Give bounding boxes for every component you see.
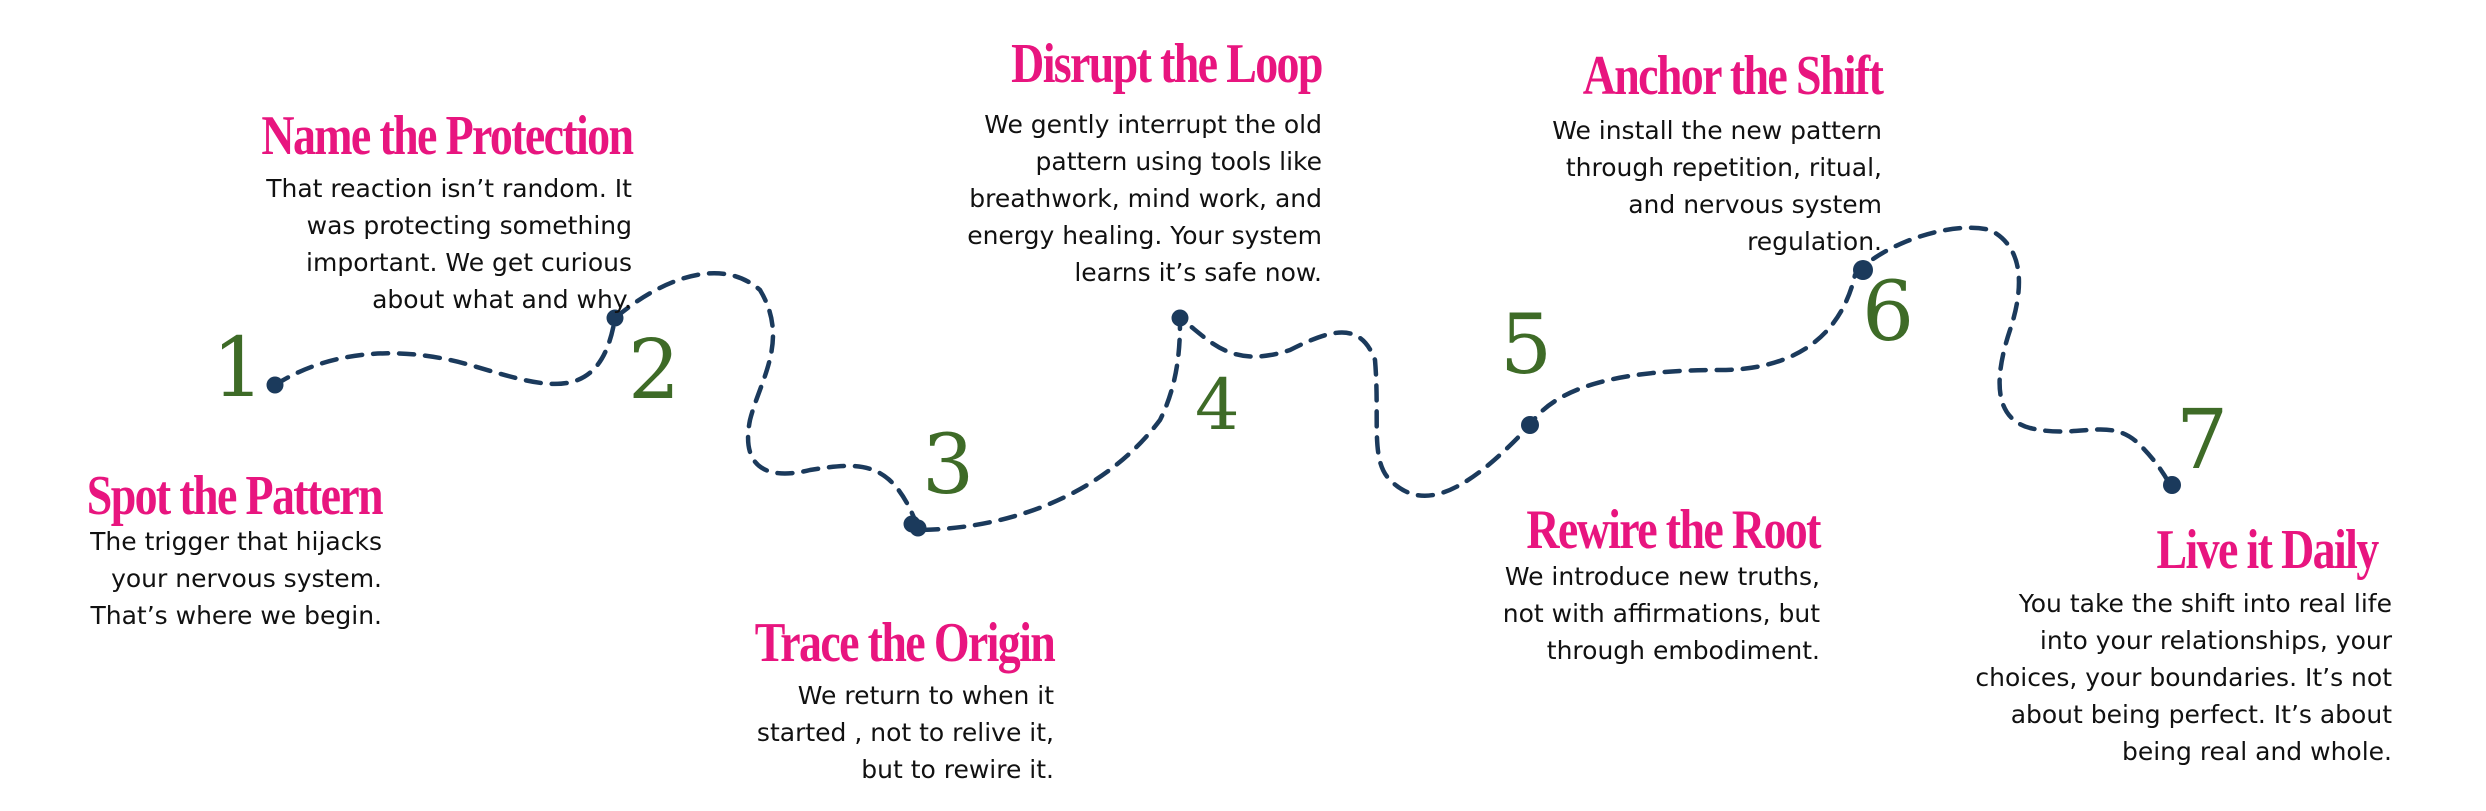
step-6-dot bbox=[1853, 260, 1873, 280]
step-6-title: Anchor the Shift bbox=[1582, 45, 1884, 107]
step-5-title: Rewire the Root bbox=[1526, 499, 1822, 561]
step-5-dot bbox=[1521, 416, 1539, 434]
step-3-dot-overlap bbox=[909, 519, 927, 537]
step-7-number: 7 bbox=[2176, 393, 2229, 488]
step-5-number: 5 bbox=[1500, 298, 1553, 393]
dashed-path-line bbox=[272, 225, 2173, 533]
step-7-dot bbox=[2163, 476, 2181, 494]
step-5-description: We introduce new truths, not with affirm… bbox=[1502, 562, 1820, 665]
step-1-title: Spot the Pattern bbox=[86, 465, 384, 527]
step-7-description: You take the shift into real life into y… bbox=[1975, 589, 2392, 766]
step-4-description: We gently interrupt the old pattern usin… bbox=[967, 110, 1322, 287]
step-1-number: 1 bbox=[212, 321, 265, 416]
step-7-title: Live it Daily bbox=[2156, 519, 2380, 581]
step-4-title: Disrupt the Loop bbox=[1011, 33, 1323, 95]
step-3-description: We return to when it started , not to re… bbox=[756, 681, 1054, 784]
step-4-dot bbox=[1171, 309, 1189, 327]
step-2-dot bbox=[606, 309, 624, 327]
step-2-number: 2 bbox=[628, 323, 681, 418]
step-6-number: 6 bbox=[1862, 265, 1915, 360]
step-1-description: The trigger that hijacks your nervous sy… bbox=[90, 527, 382, 630]
step-3-title: Trace the Origin bbox=[754, 612, 1056, 674]
step-2-title: Name the Protection bbox=[261, 105, 634, 167]
step-2-description: That reaction isn’t random. It was prote… bbox=[266, 174, 632, 314]
step-3-number: 3 bbox=[922, 418, 975, 513]
step-1-dot bbox=[266, 376, 284, 394]
step-4-number: 4 bbox=[1195, 364, 1240, 446]
step-6-description: We install the new pattern through repet… bbox=[1552, 116, 1882, 256]
